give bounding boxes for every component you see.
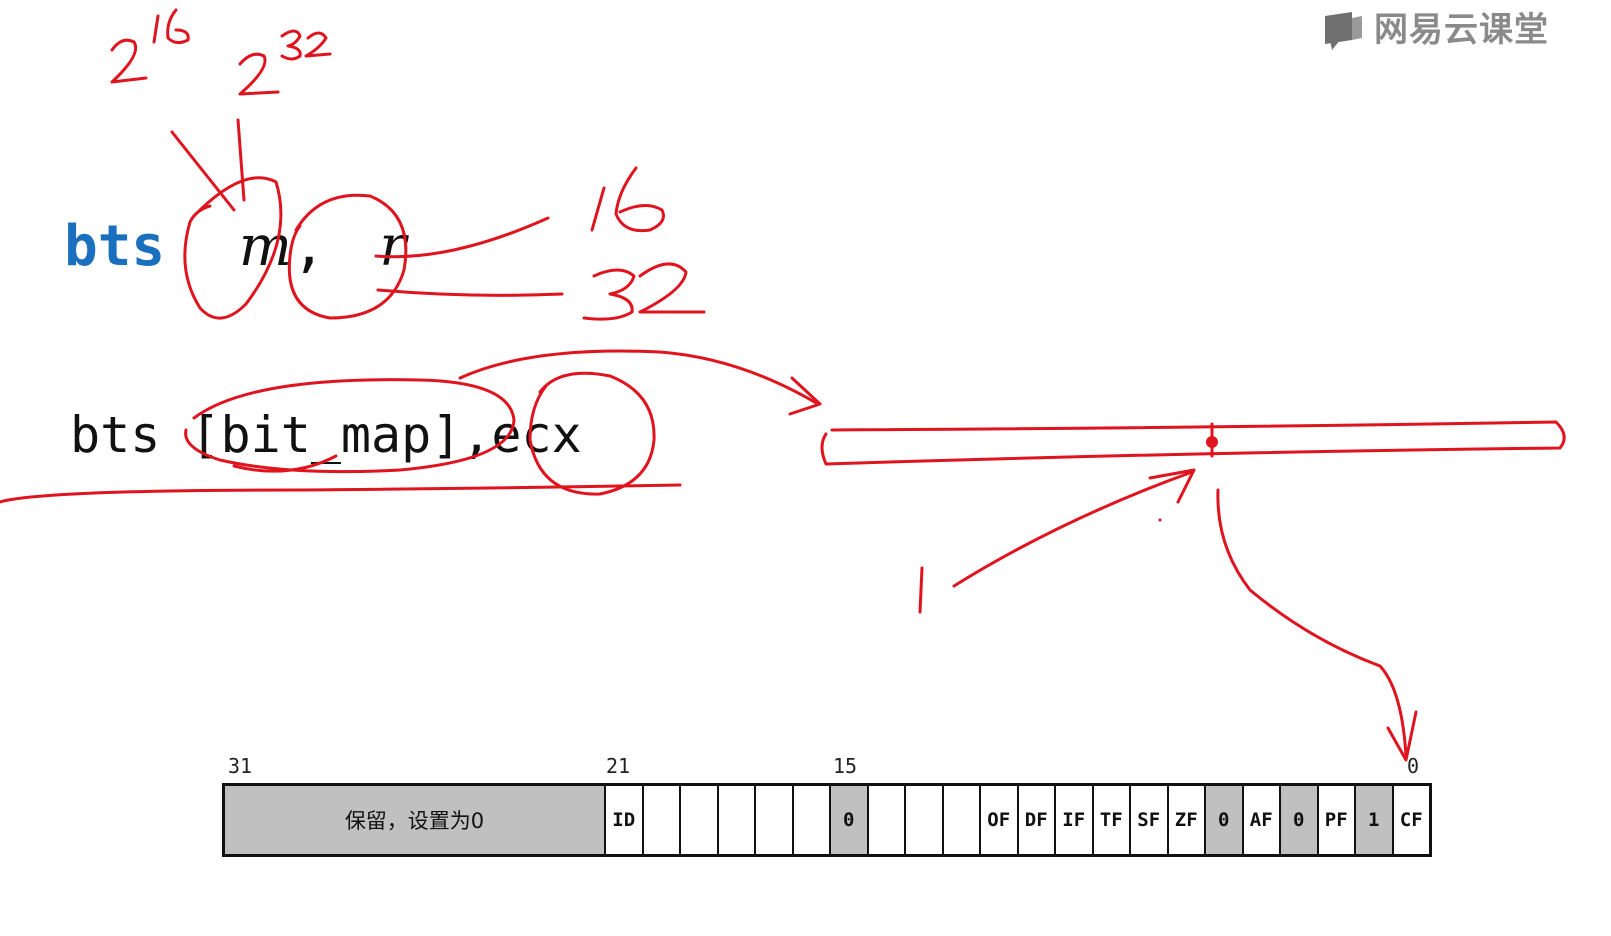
underline-example bbox=[0, 483, 682, 504]
operand-separator: , bbox=[291, 214, 326, 279]
bit-position-31: 31 bbox=[228, 754, 253, 778]
flag-cell-empty bbox=[904, 786, 942, 854]
annotation-1 bbox=[918, 566, 924, 614]
operand-r: r bbox=[379, 214, 407, 279]
flag-cell-1: 1 bbox=[1354, 786, 1392, 854]
flag-cell-cf: CF bbox=[1391, 786, 1429, 854]
operand-m: m bbox=[238, 214, 292, 279]
flag-cell-0: 0 bbox=[829, 786, 867, 854]
arrow-to-bitmap bbox=[458, 349, 820, 406]
flag-cell-pf: PF bbox=[1316, 786, 1354, 854]
flag-cell-empty bbox=[791, 786, 829, 854]
flag-cell-empty bbox=[941, 786, 979, 854]
flag-cell-empty bbox=[754, 786, 792, 854]
flag-cell-id: ID bbox=[604, 786, 642, 854]
bitmap-bar bbox=[820, 420, 1566, 466]
flag-cell-df: DF bbox=[1016, 786, 1054, 854]
bit-position-15: 15 bbox=[833, 754, 858, 778]
bit-position-0: 0 bbox=[1407, 754, 1420, 778]
flag-cell-sf: SF bbox=[1129, 786, 1167, 854]
flag-cell-empty bbox=[641, 786, 679, 854]
annotation-2-32 bbox=[238, 52, 280, 96]
netease-classroom-icon bbox=[1325, 12, 1362, 50]
flag-cell-0: 0 bbox=[1279, 786, 1317, 854]
target-bit-dot bbox=[1206, 436, 1218, 448]
flag-cell-tf: TF bbox=[1091, 786, 1129, 854]
flag-cell-of: OF bbox=[979, 786, 1017, 854]
flag-cell-zf: ZF bbox=[1166, 786, 1204, 854]
annotation-16 bbox=[590, 186, 606, 232]
annotation-2-16 bbox=[110, 38, 148, 84]
mnemonic: bts bbox=[64, 214, 166, 279]
arrow-to-cf bbox=[1216, 488, 1408, 758]
brand-name: 网易云课堂 bbox=[1374, 10, 1549, 50]
flag-cell-0: 0 bbox=[1204, 786, 1242, 854]
instruction-syntax: bts m, r bbox=[64, 212, 406, 282]
bit-position-21: 21 bbox=[606, 754, 631, 778]
brand-logo: 网易云课堂 bbox=[1322, 8, 1549, 52]
reserved-bits: 保留，设置为0 bbox=[225, 786, 604, 854]
flag-cell-empty bbox=[866, 786, 904, 854]
annotation-32 bbox=[582, 268, 636, 321]
flag-cell-empty bbox=[716, 786, 754, 854]
flag-cell-af: AF bbox=[1241, 786, 1279, 854]
flag-cell-empty bbox=[679, 786, 717, 854]
flag-cell-if: IF bbox=[1054, 786, 1092, 854]
example-instruction: bts [bit_map],ecx bbox=[70, 406, 582, 464]
